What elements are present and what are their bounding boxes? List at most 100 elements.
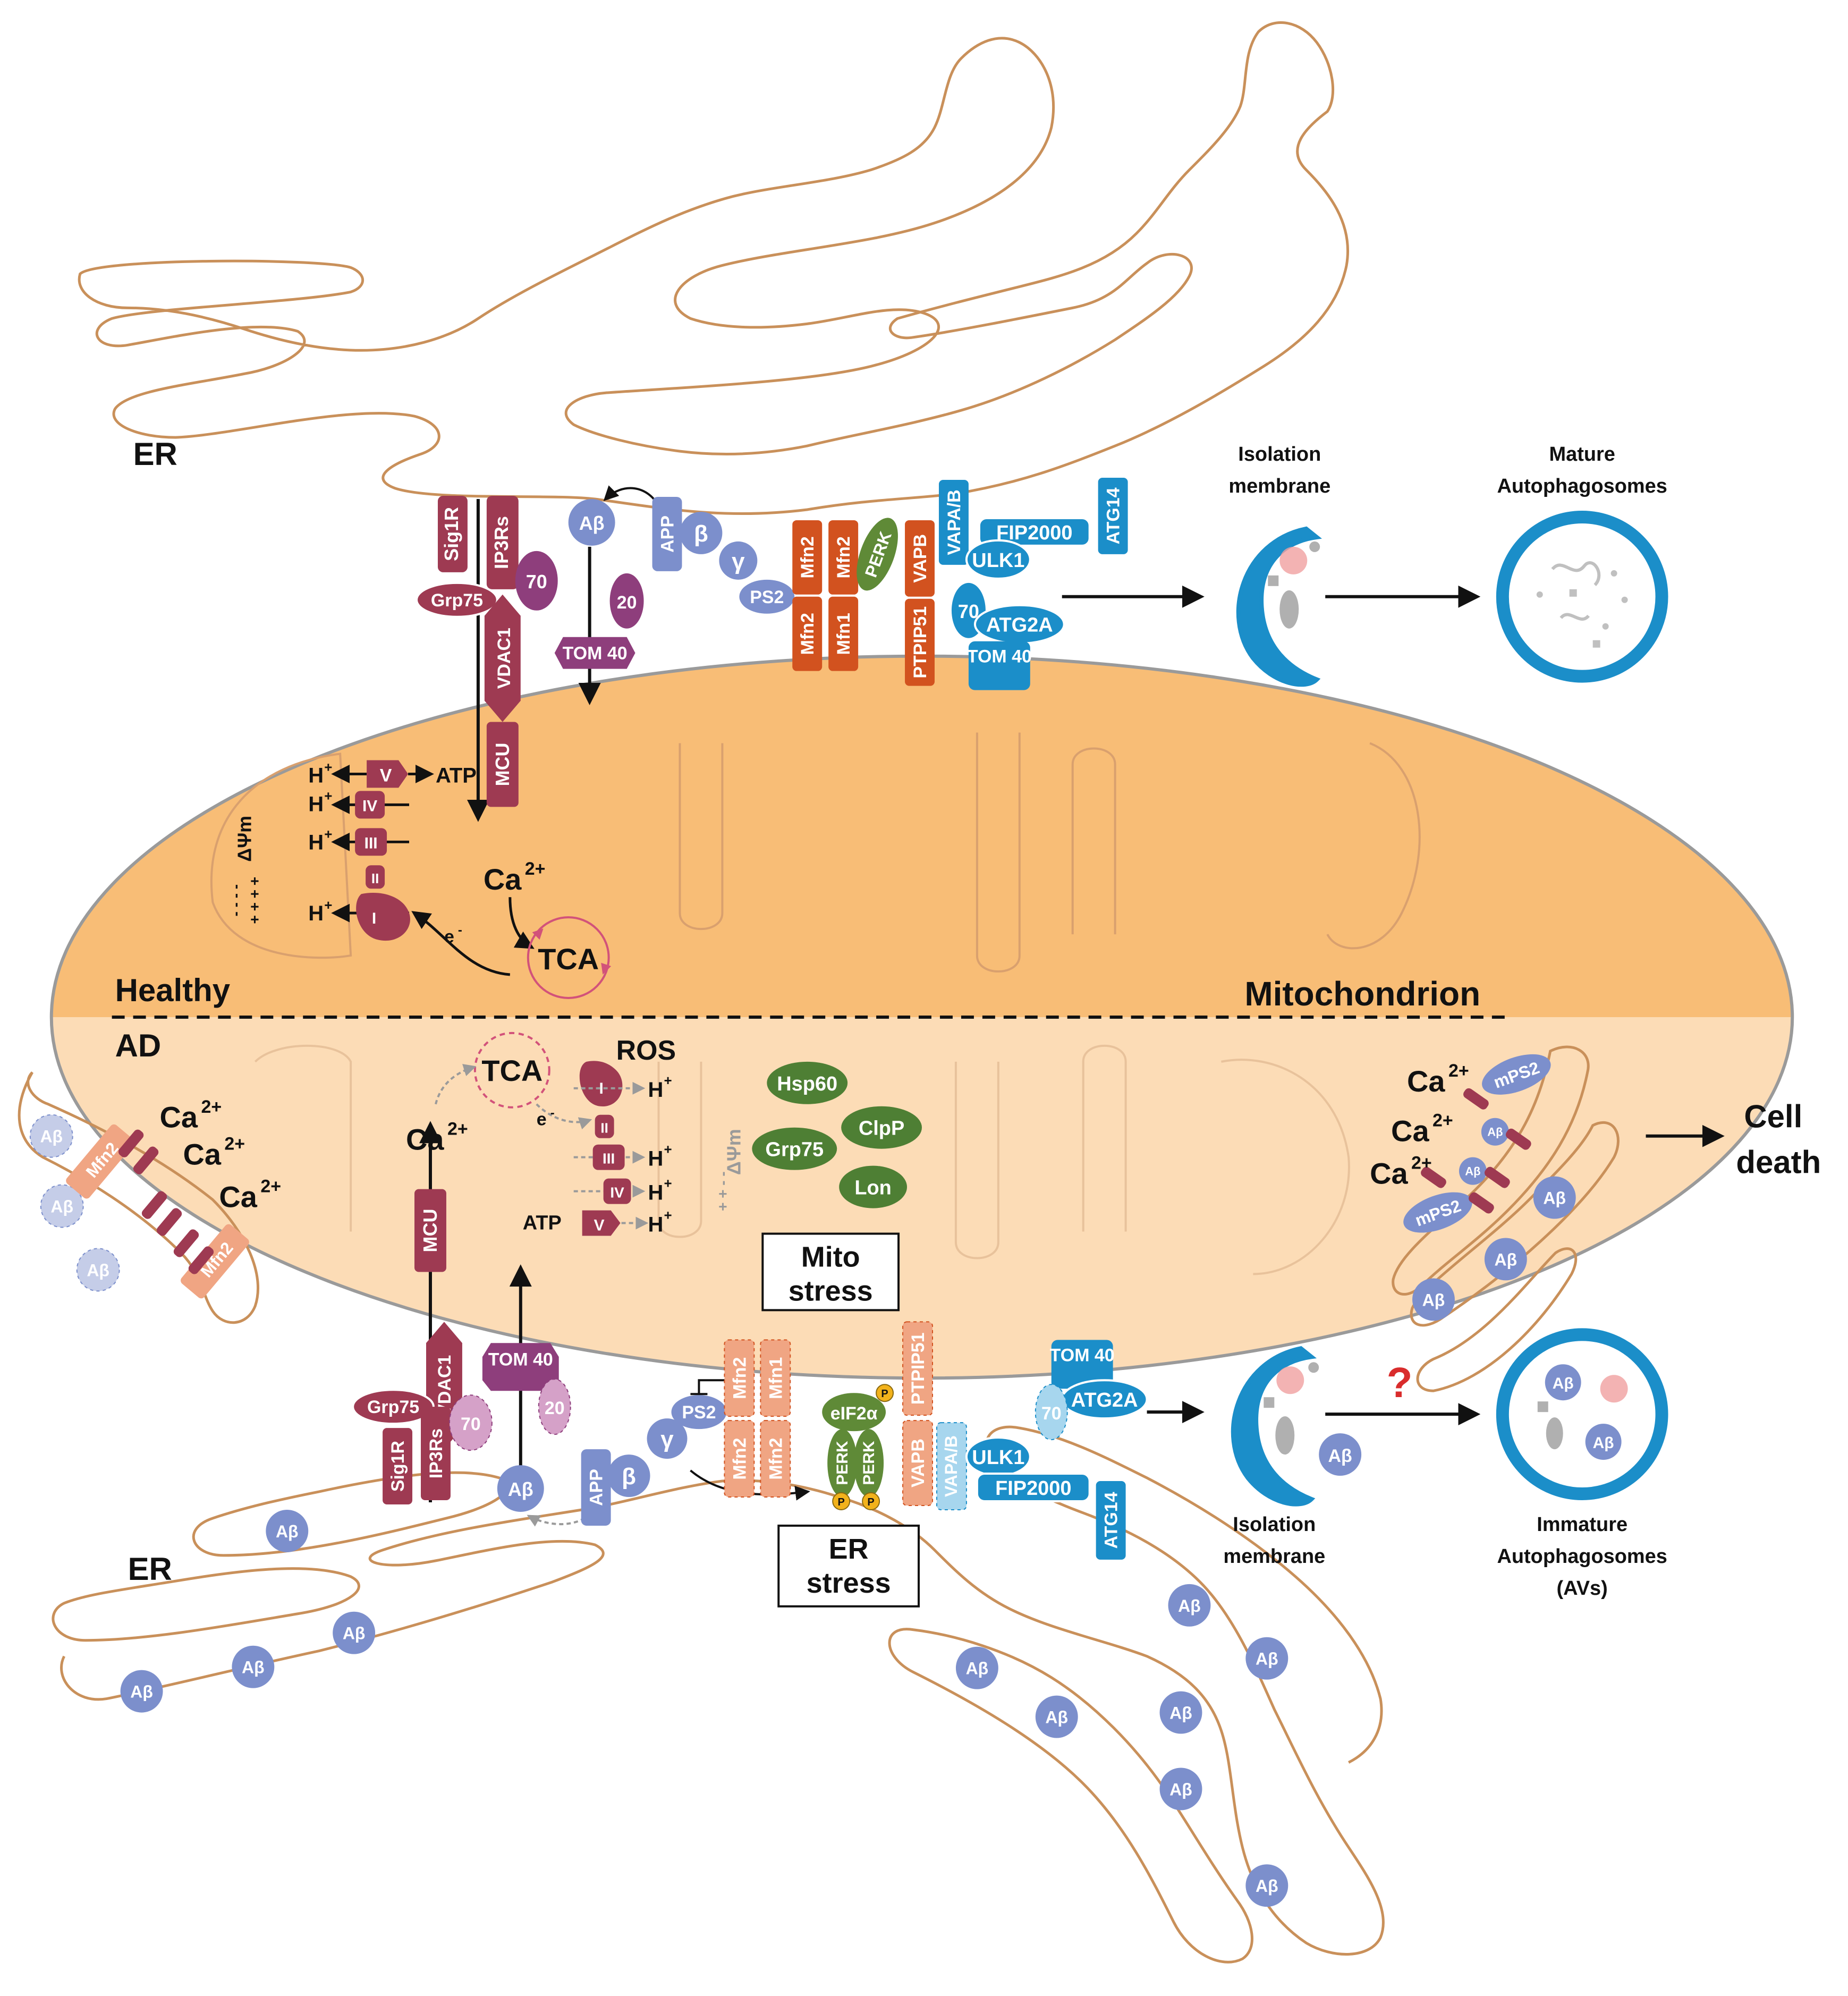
healthy-app-complex: APP β γ PS2 <box>652 497 795 614</box>
ad-gamma-label: γ <box>660 1426 674 1452</box>
ad-abeta-label: Aβ <box>508 1478 533 1500</box>
healthy-mitofusin: Mfn2 Mfn2 Mfn2 Mfn1 PERK VAPB PTPIP51 <box>792 518 935 686</box>
h-sup-1: + <box>324 897 332 913</box>
h-sup-4: + <box>324 788 332 804</box>
grp75-mito-label: Grp75 <box>765 1139 824 1161</box>
ad-h-1-sup: + <box>664 1072 672 1088</box>
mfn1-label: Mfn1 <box>834 613 854 655</box>
ad-complex-i: I <box>599 1080 603 1097</box>
ad-mfn2-b-label: Mfn2 <box>730 1437 750 1479</box>
gamma-label: γ <box>732 548 745 574</box>
healthy-tca: Ca 2+ TCA <box>484 859 612 999</box>
left-ca-3-sup: 2+ <box>260 1177 281 1197</box>
ad-beta-label: β <box>622 1464 636 1490</box>
p-3: P <box>867 1496 874 1508</box>
ad-app-label: APP <box>587 1469 607 1506</box>
immature-abeta-1: Aβ <box>1553 1375 1574 1392</box>
mature-line2: Autophagosomes <box>1497 475 1667 497</box>
cell-death-line2: death <box>1736 1145 1821 1180</box>
dpsi-plus: + + + + <box>246 877 262 924</box>
ad-dpsi-pm: + + - - <box>714 1171 731 1211</box>
ad-complex-ii: II <box>600 1120 608 1136</box>
ad-vapab-label: VAPA/B <box>942 1435 961 1497</box>
ad-autophagy-complex: VAPA/B TOM 40 ATG2A 70 ULK1 FIP2000 ATG1… <box>936 1340 1148 1560</box>
ad-vdac1-label: VDAC1 <box>435 1355 455 1416</box>
ad-mcu-label: MCU <box>419 1209 441 1253</box>
ad-h-3-sup: + <box>664 1141 672 1157</box>
immature-autophagosome: Aβ Aβ <box>1496 1328 1668 1500</box>
app-label: APP <box>658 515 678 553</box>
atg14-label: ATG14 <box>1104 487 1124 544</box>
p-1: P <box>881 1388 888 1400</box>
er-bottom <box>52 1425 1385 1964</box>
ad-h-5: H <box>648 1213 664 1237</box>
ad-calcium-channel: MCU VDAC1 Grp75 IP3Rs Sig1R <box>352 1121 462 1504</box>
er-bottom-label: ER <box>128 1551 172 1587</box>
er-stress-box: ER stress <box>777 1524 920 1608</box>
ad-ulk1-label: ULK1 <box>972 1447 1024 1469</box>
ptpip51-label: PTPIP51 <box>910 606 930 679</box>
right-ca-3-sup: 2+ <box>1411 1153 1432 1173</box>
clpp-label: ClpP <box>859 1118 904 1140</box>
ad-complex-v: V <box>594 1217 605 1234</box>
cell-death-line1: Cell <box>1744 1099 1802 1135</box>
mfn2-a-label: Mfn2 <box>798 536 818 578</box>
right-abeta-small-2: Aβ <box>1465 1165 1480 1178</box>
left-ca-1: Ca <box>160 1101 198 1134</box>
isolation-membrane-top <box>1236 526 1323 687</box>
left-abeta-3: Aβ <box>87 1261 109 1280</box>
mfn2-b-label: Mfn2 <box>798 613 818 655</box>
tca-healthy: TCA <box>538 942 599 976</box>
ip3rs-label: IP3Rs <box>490 516 512 569</box>
ad-sig1r-label: Sig1R <box>388 1441 408 1492</box>
er-abeta-10: Aβ <box>1169 1780 1192 1799</box>
h-sup-3: + <box>324 826 332 842</box>
atp-label: ATP <box>436 764 477 787</box>
er-abeta-deposits: Aβ Aβ Aβ Aβ Aβ Aβ Aβ Aβ Aβ Aβ Aβ <box>120 1509 1288 1907</box>
mito-stress-line2: stress <box>789 1275 873 1307</box>
right-abeta-3: Aβ <box>1422 1290 1445 1309</box>
isolation-bottom-line2: membrane <box>1223 1545 1325 1568</box>
ad-h-3: H <box>648 1147 664 1171</box>
h-label-5: H <box>308 764 324 787</box>
immature-line1: Immature <box>1537 1513 1627 1536</box>
ad-atp: ATP <box>523 1212 562 1234</box>
question-mark: ? <box>1387 1359 1413 1406</box>
mature-line1: Mature <box>1549 443 1615 466</box>
immature-line3: (AVs) <box>1557 1577 1608 1600</box>
left-ca-1-sup: 2+ <box>201 1097 222 1117</box>
isolation-top-line2: membrane <box>1228 475 1330 497</box>
ca-ad-sup: 2+ <box>447 1119 468 1139</box>
er-abeta-1: Aβ <box>276 1522 299 1541</box>
ad-tom40-line: TOM 40 <box>488 1349 553 1369</box>
er-top <box>78 21 1350 515</box>
vapab-label: VAPA/B <box>944 489 964 555</box>
ad-perk-complex: eIF2α P PERK PERK P P PTPIP51 VAPB <box>822 1321 933 1510</box>
tca-ad: TCA <box>481 1054 542 1087</box>
tom20-label: 20 <box>617 593 637 613</box>
complex-iv: IV <box>362 797 377 815</box>
right-abeta-small-1: Aβ <box>1487 1126 1503 1139</box>
complex-iii: III <box>364 834 378 852</box>
ad-mfn1-label: Mfn1 <box>766 1357 786 1399</box>
right-ca-3: Ca <box>1370 1157 1408 1190</box>
complex-i: I <box>372 910 376 927</box>
vapb-label: VAPB <box>910 534 930 583</box>
mature-autophagosome <box>1496 510 1668 683</box>
ad-atg2a-label: ATG2A <box>1071 1389 1138 1411</box>
ad-perk-b-label: PERK <box>860 1441 878 1485</box>
e-ad-sup: - <box>550 1106 555 1120</box>
isolation-membrane-bottom: Aβ <box>1231 1346 1362 1507</box>
hsp60-label: Hsp60 <box>777 1073 837 1095</box>
ulk1-label: ULK1 <box>972 549 1024 572</box>
mcu-label: MCU <box>491 743 513 786</box>
left-abeta-2: Aβ <box>50 1197 73 1216</box>
ad-mitofusin: Mfn2 Mfn1 Mfn2 Mfn2 <box>724 1339 791 1498</box>
left-ca-2: Ca <box>183 1138 221 1171</box>
atg2a-label: ATG2A <box>986 614 1053 637</box>
sig1r-label: Sig1R <box>440 507 462 561</box>
left-ca-3: Ca <box>219 1180 257 1214</box>
ad-right-er-contact: mPS2 mPS2 Aβ Aβ Aβ Aβ Aβ Ca 2+ Ca 2+ Ca … <box>1370 1045 1620 1392</box>
